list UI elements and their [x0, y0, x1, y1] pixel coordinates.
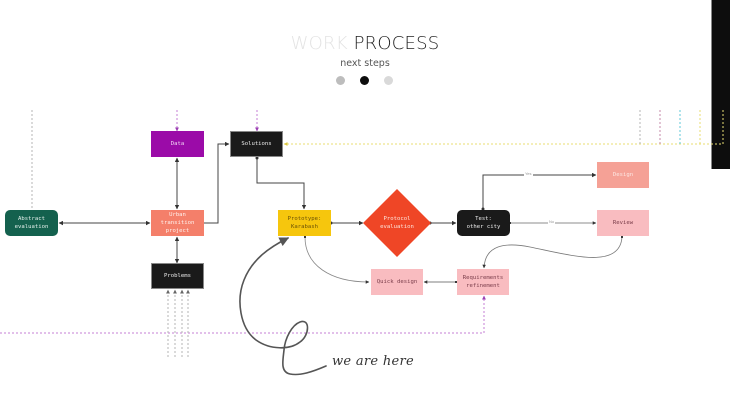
label-line: transition	[160, 219, 195, 226]
label-line: other city	[466, 224, 501, 230]
node-review[interactable]: Review	[597, 210, 649, 236]
node-quick-design[interactable]: Quick design	[371, 269, 423, 295]
node-abstract-evaluation[interactable]: Abstract evaluation	[5, 210, 58, 236]
edge-label-no: No	[548, 219, 556, 224]
node-problems[interactable]: Problems	[151, 263, 204, 289]
link-prototype-quick	[303, 235, 370, 284]
label-line: Prototype:	[287, 215, 322, 222]
side-panel-edge[interactable]	[711, 0, 730, 169]
node-label: Test: other city	[467, 215, 501, 231]
node-prototype-karabash[interactable]: Prototype: Karabash	[278, 210, 331, 236]
node-protocol-evaluation[interactable]: Protocol evaluation	[373, 212, 421, 234]
node-label: Abstract evaluation	[15, 215, 49, 231]
page-subtitle: next steps	[340, 58, 390, 69]
label-line: project	[165, 228, 190, 235]
node-label: Quick design	[376, 278, 418, 285]
node-protocol-evaluation-shape[interactable]	[363, 189, 431, 257]
we-are-here-annotation: we are here	[332, 354, 415, 369]
label-line: Abstract	[18, 215, 45, 222]
label-line: evaluation	[380, 224, 414, 230]
node-solutions[interactable]: Solutions	[230, 131, 283, 157]
node-design[interactable]: Design	[597, 162, 649, 188]
page-title: WORK PROCESS	[0, 33, 730, 54]
label-line: refinement	[466, 283, 500, 289]
label-line: Requirements	[462, 274, 504, 281]
edge-label-yes: Yes	[524, 171, 533, 176]
dashed-link-solutions-right	[283, 110, 724, 146]
node-requirements-refinement[interactable]: Requirements refinement	[457, 269, 509, 295]
link-urban-solutions	[204, 141, 230, 224]
node-label: Prototype: Karabash	[288, 215, 322, 231]
label-line: Test:	[475, 215, 492, 222]
node-label: Data	[170, 140, 185, 147]
pager-dot-2-active[interactable]	[360, 76, 369, 85]
node-data[interactable]: Data	[151, 131, 204, 157]
pager-dot-1[interactable]	[336, 76, 345, 85]
label-line: Urban	[169, 211, 186, 218]
title-light-part: WORK	[290, 33, 354, 54]
node-test-other-city[interactable]: Test: other city	[457, 210, 510, 236]
label-line: evaluation	[14, 224, 49, 230]
node-label: Review	[612, 219, 634, 226]
we-are-here-arrow	[239, 237, 327, 376]
slide-pager	[336, 76, 394, 86]
pager-dot-3[interactable]	[384, 76, 393, 85]
dashed-link-requirements-bottom	[0, 295, 486, 334]
label-line: Protocol	[383, 215, 411, 222]
node-label: Requirements refinement	[463, 274, 503, 290]
link-review-requirements	[482, 235, 624, 269]
link-test-design	[481, 172, 597, 211]
node-label: Problems	[164, 272, 191, 279]
node-label: Protocol evaluation	[380, 215, 414, 231]
title-dark-part: PROCESS	[353, 33, 440, 54]
link-solutions-prototype	[255, 156, 307, 210]
node-label: Solutions	[241, 140, 272, 147]
node-label: Design	[612, 171, 634, 178]
label-line: Karabash	[291, 224, 318, 230]
